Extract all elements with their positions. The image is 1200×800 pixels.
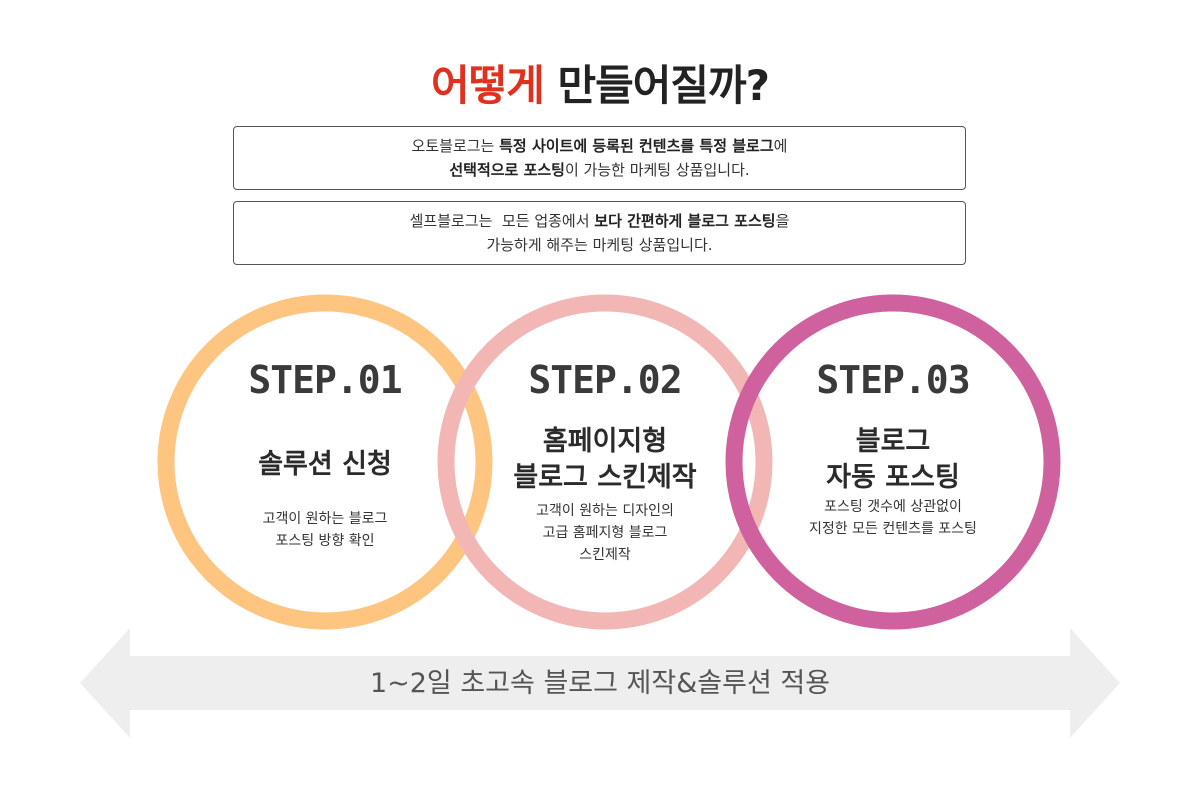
step-desc-line: 포스팅 방향 확인 [275, 533, 375, 549]
double-arrow-shape [80, 628, 1120, 738]
step-label-2: STEP.02 [528, 358, 682, 402]
step-heading-3: 블로그 자동 포스팅 [743, 424, 1043, 496]
step-ring-2 [437, 294, 773, 630]
body-text: 에 [773, 137, 788, 155]
info-line: 오토블로그는 특정 사이트에 등록된 컨텐츠를 특정 블로그에 [412, 134, 788, 158]
double-arrow [80, 628, 1120, 738]
step-desc-3: 포스팅 갯수에 상관없이 지정한 모든 컨텐츠를 포스팅 [743, 496, 1043, 540]
emphasis-text: 특정 사이트에 등록된 컨텐츠를 특정 블로그 [499, 137, 774, 155]
step-desc-line: 고객이 원하는 디자인의 [536, 503, 674, 519]
title-rest: 만들어질까? [557, 61, 770, 110]
body-text: 셀프블로그는 모든 업종에서 [409, 212, 595, 230]
step-desc-line: 고급 홈페지형 블로그 [542, 525, 668, 541]
step-heading-line: 블로그 스킨제작 [513, 462, 697, 493]
step-ring-1 [157, 294, 493, 630]
info-box-selfblog: 셀프블로그는 모든 업종에서 보다 간편하게 블로그 포스팅을 가능하게 해주는… [233, 201, 966, 265]
step-label-1: STEP.01 [248, 358, 402, 402]
step-desc-line: 고객이 원하는 블로그 [262, 511, 388, 527]
step-heading-line: 홈페이지형 [542, 426, 668, 457]
timeline-label: 1~2일 초고속 블로그 제작&솔루션 적용 [369, 668, 831, 699]
info-box-autoblog: 오토블로그는 특정 사이트에 등록된 컨텐츠를 특정 블로그에 선택적으로 포스… [233, 126, 966, 190]
step-heading-line: 솔루션 신청 [258, 449, 392, 480]
emphasis-text: 보다 간편하게 블로그 포스팅 [594, 212, 776, 230]
step-desc-line: 포스팅 갯수에 상관없이 [824, 499, 962, 515]
body-text: 이 가능한 마케팅 상품입니다. [564, 161, 750, 179]
step-heading-line: 블로그 [855, 426, 931, 457]
step-desc-2: 고객이 원하는 디자인의 고급 홈페지형 블로그 스킨제작 [455, 500, 755, 566]
body-text: 을 [775, 212, 790, 230]
step-ring-3 [725, 294, 1061, 630]
body-text: 가능하게 해주는 마케팅 상품입니다. [486, 236, 713, 254]
info-line: 선택적으로 포스팅이 가능한 마케팅 상품입니다. [449, 158, 749, 182]
page-title: 어떻게 만들어질까? [0, 52, 1200, 113]
step-desc-line: 스킨제작 [579, 547, 631, 563]
step-label-3: STEP.03 [816, 358, 970, 402]
info-line: 셀프블로그는 모든 업종에서 보다 간편하게 블로그 포스팅을 [410, 209, 790, 233]
body-text: 오토블로그는 [411, 137, 500, 155]
step-desc-1: 고객이 원하는 블로그 포스팅 방향 확인 [175, 508, 475, 552]
step-heading-2: 홈페이지형 블로그 스킨제작 [455, 424, 755, 496]
info-line: 가능하게 해주는 마케팅 상품입니다. [486, 233, 712, 257]
step-heading-1: 솔루션 신청 [175, 447, 475, 483]
step-heading-line: 자동 포스팅 [826, 462, 960, 493]
title-accent: 어떻게 [430, 61, 545, 110]
step-desc-line: 지정한 모든 컨텐츠를 포스팅 [809, 521, 977, 537]
emphasis-text: 선택적으로 포스팅 [449, 161, 565, 179]
